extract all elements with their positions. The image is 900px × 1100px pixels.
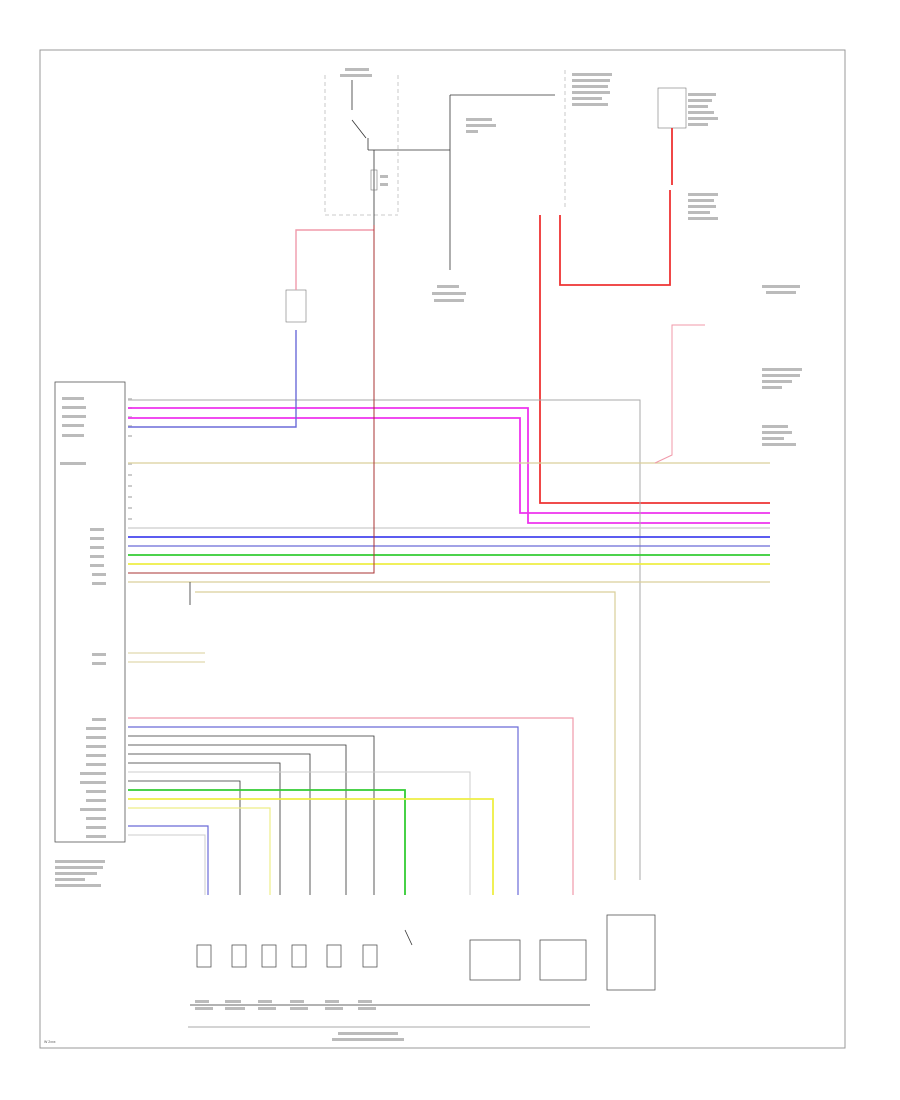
wire-gray-3 (128, 834, 206, 895)
wire-darkred-fuse (128, 225, 375, 574)
solenoid-group (196, 914, 656, 991)
transmission-label (332, 1032, 404, 1041)
relay-label (466, 118, 496, 133)
can-connector-labels (762, 285, 802, 446)
relay-box-left (285, 289, 307, 323)
wire-black-1 (128, 735, 375, 895)
wire-green-sol (128, 789, 406, 895)
junction-block-label (432, 285, 466, 302)
tcm-pin-labels (60, 397, 106, 838)
pcm-label (572, 73, 612, 106)
instrument-cluster-box (657, 87, 687, 129)
instrument-cluster-label (688, 93, 718, 126)
wire-yellow-light (128, 807, 271, 895)
wire-pink-tcm-2 (128, 407, 770, 524)
wire-tan-down (195, 591, 616, 880)
wire-black-5 (128, 780, 241, 895)
tcm-label (55, 860, 105, 887)
wire-pink-tcm-1 (128, 417, 770, 514)
wire-black-3 (128, 753, 311, 895)
wire-pink-relay (295, 229, 374, 290)
wire-black-2 (128, 744, 347, 895)
wire-yellow-sol (128, 798, 494, 895)
sensor-switch (404, 929, 413, 946)
wire-blue-violet (128, 825, 209, 895)
hot-at-all-times-label (340, 68, 372, 77)
steering-angle-label (688, 193, 718, 220)
wire-pink-light-can (654, 324, 705, 464)
tcm-module-box (54, 381, 126, 843)
wire-blue-relay (128, 330, 297, 428)
fuse-label (380, 175, 388, 186)
wire-red-pcm-2 (559, 190, 671, 286)
wire-pink-sol (128, 717, 574, 895)
fuse-icon (370, 169, 378, 191)
page-frame (39, 49, 846, 1049)
wire-blue-sol (128, 726, 519, 895)
tcm-pin-numbers (128, 398, 132, 520)
wire-red-pcm-1 (539, 215, 770, 504)
solenoid-labels (195, 1000, 376, 1010)
footer-id: W 2xxx (44, 1040, 56, 1044)
switch-blade (351, 119, 367, 139)
wire-gray-top (128, 399, 641, 880)
wire-black-4 (128, 762, 281, 895)
wire-gray-2 (128, 771, 471, 895)
